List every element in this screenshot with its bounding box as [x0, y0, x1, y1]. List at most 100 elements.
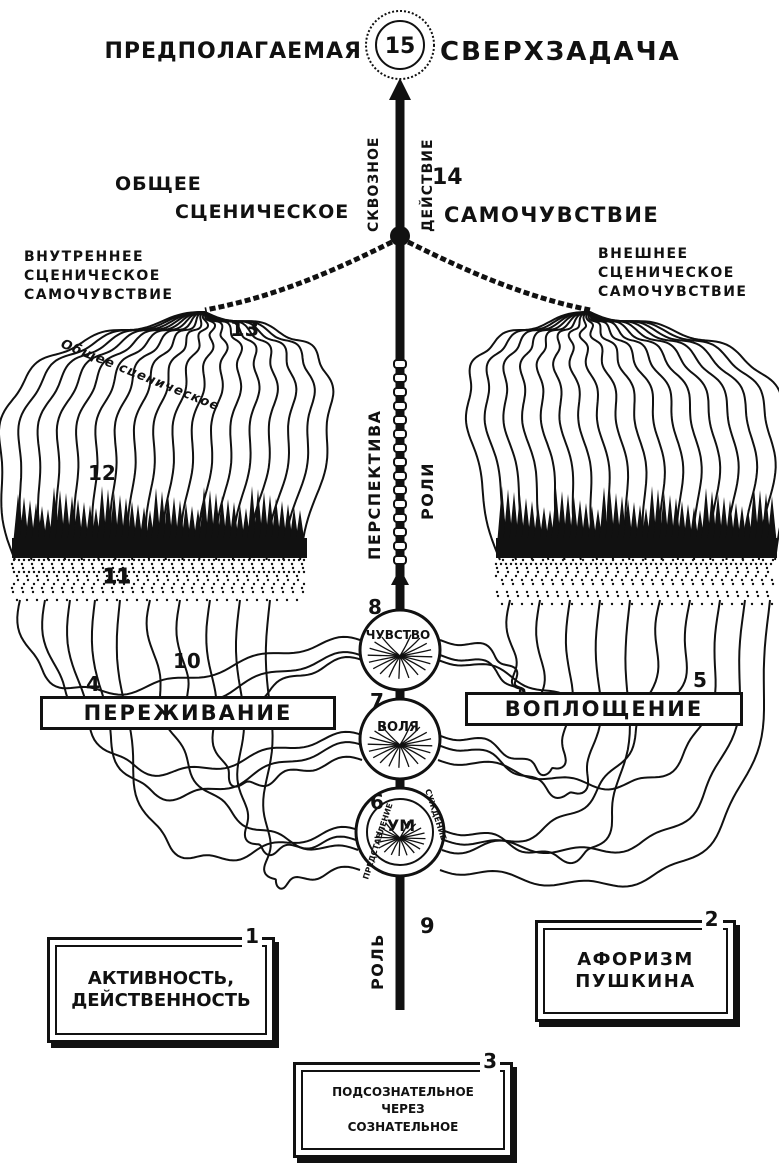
- stipple-dot: [298, 559, 300, 561]
- stipple-dot: [610, 563, 612, 565]
- stipple-dot: [211, 563, 213, 565]
- stipple-dot: [681, 579, 683, 581]
- label-sverkhzadacha: СВЕРХЗАДАЧА: [440, 37, 681, 67]
- sun-number: 15: [385, 34, 416, 59]
- stipple-dot: [511, 603, 513, 605]
- stipple-dot: [303, 559, 305, 561]
- stipple-dot: [133, 559, 135, 561]
- stipple-dot: [617, 571, 619, 573]
- stipple-dot: [737, 571, 739, 573]
- stipple-dot: [217, 579, 219, 581]
- stipple-dot: [557, 595, 559, 597]
- stipple-dot: [622, 559, 624, 561]
- bead: [394, 458, 406, 466]
- stipple-dot: [113, 559, 115, 561]
- stipple-dot: [761, 579, 763, 581]
- stipple-dot: [590, 563, 592, 565]
- box-1-line1: АКТИВНОСТЬ,: [71, 968, 251, 991]
- stipple-dot: [93, 583, 95, 585]
- stipple-dot: [148, 571, 150, 573]
- stipple-dot: [46, 599, 48, 601]
- stipple-dot: [566, 567, 568, 569]
- stipple-dot: [16, 599, 18, 601]
- stipple-dot: [142, 591, 144, 593]
- bead: [394, 444, 406, 452]
- stipple-dot: [632, 583, 634, 585]
- stipple-dot: [515, 563, 517, 565]
- stipple-dot: [722, 559, 724, 561]
- stipple-dot: [631, 579, 633, 581]
- stipple-dot: [620, 563, 622, 565]
- stipple-dot: [677, 595, 679, 597]
- stipple-dot: [675, 575, 677, 577]
- stipple-dot: [691, 603, 693, 605]
- stipple-dot: [725, 563, 727, 565]
- stipple-dot: [531, 579, 533, 581]
- stipple-dot: [636, 591, 638, 593]
- stipple-dot: [537, 595, 539, 597]
- stipple-dot: [626, 591, 628, 593]
- stipple-dot: [641, 579, 643, 581]
- stipple-dot: [257, 579, 259, 581]
- stipple-dot: [266, 599, 268, 601]
- stipple-dot: [612, 559, 614, 561]
- stipple-dot: [86, 575, 88, 577]
- stipple-dot: [612, 583, 614, 585]
- stipple-dot: [32, 591, 34, 593]
- stipple-dot: [497, 595, 499, 597]
- stipple-dot: [696, 591, 698, 593]
- stipple-dot: [702, 583, 704, 585]
- stipple-dot: [671, 603, 673, 605]
- perspective-beads: [394, 360, 406, 564]
- stipple-dot: [72, 567, 74, 569]
- banner-left-number: 4: [86, 672, 100, 696]
- stipple-dot: [88, 559, 90, 561]
- box-1: 1 АКТИВНОСТЬ, ДЕЙСТВЕННОСТЬ: [47, 937, 275, 1043]
- stipple-dot: [253, 571, 255, 573]
- stipple-dot: [630, 563, 632, 565]
- stipple-dot: [651, 603, 653, 605]
- stipple-dot: [66, 599, 68, 601]
- stipple-dot: [238, 559, 240, 561]
- stipple-dot: [153, 583, 155, 585]
- stipple-dot: [46, 575, 48, 577]
- label-rol: РОЛЬ: [368, 933, 387, 990]
- stipple-dot: [58, 571, 60, 573]
- stipple-dot: [13, 559, 15, 561]
- stipple-dot: [667, 571, 669, 573]
- stipple-dot: [191, 587, 193, 589]
- stipple-dot: [621, 603, 623, 605]
- stipple-dot: [138, 559, 140, 561]
- stipple-dot: [52, 591, 54, 593]
- stipple-dot: [607, 571, 609, 573]
- stipple-dot: [126, 599, 128, 601]
- box-3: 3 ПОДСОЗНАТЕЛЬНОЕ ЧЕРЕЗ СОЗНАТЕЛЬНОЕ: [293, 1062, 513, 1158]
- stipple-dot: [197, 579, 199, 581]
- stipple-dot: [662, 583, 664, 585]
- stipple-dot: [617, 595, 619, 597]
- stipple-dot: [71, 587, 73, 589]
- stipple-dot: [720, 563, 722, 565]
- stipple-dot: [616, 567, 618, 569]
- label-inner-3: САМОЧУВСТВИЕ: [24, 287, 174, 303]
- stipple-dot: [505, 563, 507, 565]
- stipple-dot: [587, 571, 589, 573]
- stipple-dot: [293, 559, 295, 561]
- stipple-dot: [192, 567, 194, 569]
- stipple-dot: [585, 563, 587, 565]
- stipple-dot: [138, 571, 140, 573]
- stipple-dot: [527, 571, 529, 573]
- box-3-line3: СОЗНАТЕЛЬНОЕ: [332, 1119, 474, 1136]
- stipple-dot: [18, 571, 20, 573]
- stipple-dot: [686, 567, 688, 569]
- stipple-dot: [223, 559, 225, 561]
- stipple-dot: [685, 575, 687, 577]
- stipple-dot: [302, 591, 304, 593]
- stipple-dot: [152, 567, 154, 569]
- stipple-dot: [133, 571, 135, 573]
- stipple-dot: [76, 575, 78, 577]
- stipple-dot: [530, 563, 532, 565]
- stipple-dot: [146, 599, 148, 601]
- stipple-dot: [706, 567, 708, 569]
- stipple-dot: [772, 583, 774, 585]
